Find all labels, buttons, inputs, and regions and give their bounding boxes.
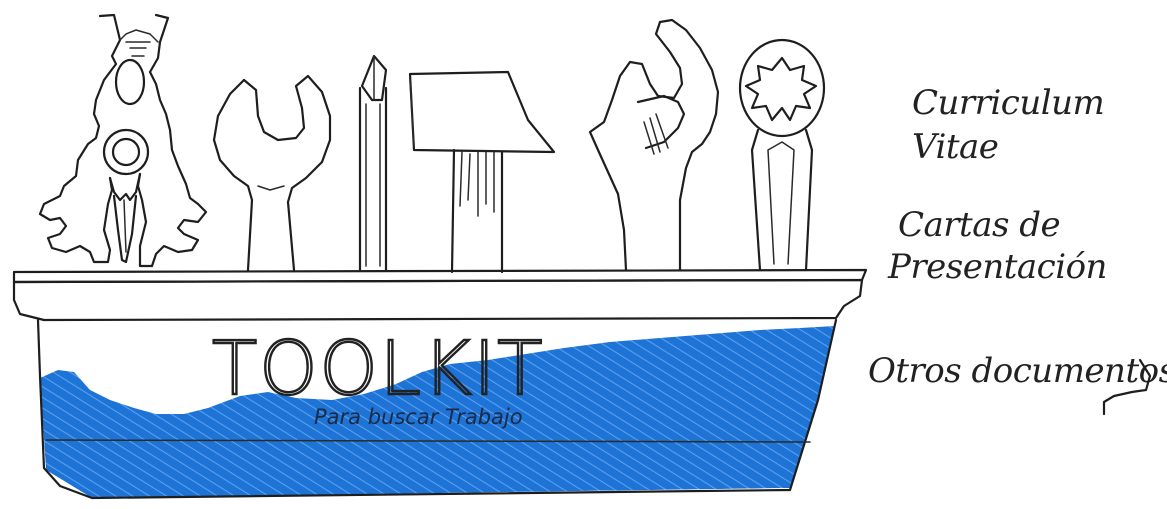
hammer-icon [410, 72, 554, 272]
wrench-icon [214, 76, 330, 270]
adjustable-wrench-icon [590, 20, 718, 270]
label-otros: Otros documentos [868, 351, 1167, 391]
ring-wrench-icon [740, 40, 824, 270]
toolkit-title: TOOLKIT [212, 326, 544, 412]
label-curriculum-line1: Curriculum [912, 83, 1104, 123]
toolkit-subtitle: Para buscar Trabajo [314, 405, 523, 429]
label-curriculum-line2: Vitae [912, 127, 998, 167]
pliers-icon [40, 15, 206, 266]
screwdriver-icon [360, 56, 386, 270]
label-cartas-line1: Cartas de [898, 205, 1060, 245]
label-cartas-line2: Presentación [887, 247, 1107, 287]
